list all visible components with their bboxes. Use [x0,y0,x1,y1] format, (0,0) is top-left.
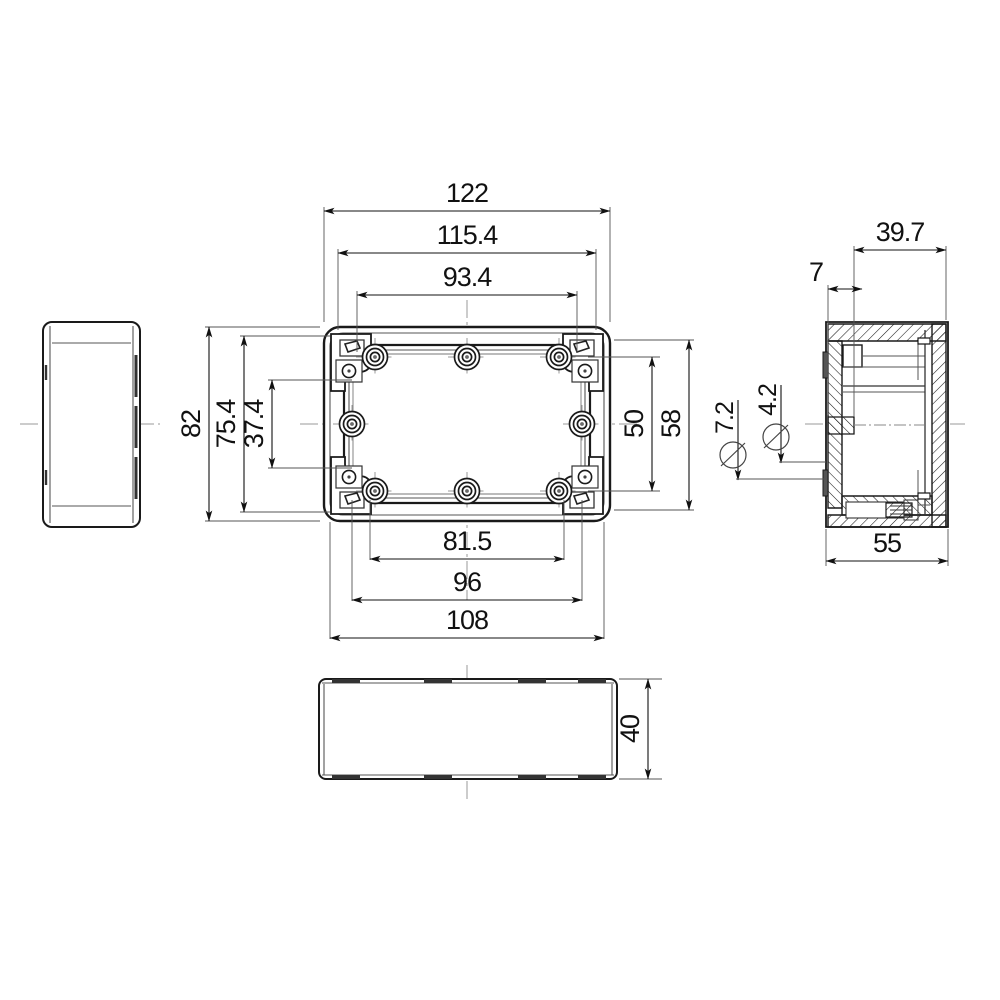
dimension-label-96: 96 [453,567,481,597]
section-left-tab-bottom [822,469,829,497]
section-cable-entry-detail [845,499,919,521]
left-side-elevation-view [20,321,160,528]
dimension-label-122: 122 [446,178,488,208]
front-view-tab-top-1 [332,679,360,683]
dimension-label-81-5: 81.5 [443,526,492,556]
dimension-label-75-4: 75.4 [211,399,241,449]
dimension-group-bottom-horizontal: 81.5 96 108 [329,500,605,642]
front-view-tab-top-3 [518,679,546,683]
diameter-symbol-4-2-slash [763,424,789,449]
corner-bracket-bottom-left [330,456,372,515]
dimension-group-right-vertical: 50 58 [588,339,694,511]
dimension-label-55: 55 [873,528,901,558]
dimension-label-58: 58 [656,410,686,438]
section-left-tab-top [822,351,829,379]
diameter-symbol-7-2-circle [719,441,747,469]
dimension-group-section: 39.7 7 55 [809,217,949,566]
front-view-tab-bottom-2 [424,775,452,779]
left-view-outline [42,321,141,528]
section-internal-rib [842,344,863,368]
diameter-symbol-4-2-circle [762,423,790,451]
dimension-label-37-4: 37.4 [239,399,269,449]
front-view-tab-bottom-4 [578,775,606,779]
dimension-label-7: 7 [809,257,823,287]
front-view-tab-bottom-1 [332,775,360,779]
dimension-group-front: 40 [615,678,662,780]
top-view-outer-offset [329,332,605,516]
dimension-group-left-vertical: 82 75.4 37.4 [176,326,352,522]
section-gasket-groove-top [917,337,931,345]
dimension-label-dia-4-2: 4.2 [754,384,782,416]
dimension-group-diameters: 7.2 4.2 [711,384,826,481]
dimension-label-115-4: 115.4 [437,220,499,250]
dimension-label-108: 108 [446,605,488,635]
section-center-boss [827,416,855,435]
dimension-label-82: 82 [176,410,206,438]
section-right-wall [931,323,947,528]
dimension-label-93-4: 93.4 [443,262,493,292]
dimension-group-top-horizontal: 122 115.4 93.4 [323,178,611,352]
front-view-tab-top-2 [424,679,452,683]
top-plan-view [300,300,640,600]
section-gasket-groove-bottom [917,492,931,500]
dimension-label-dia-7-2: 7.2 [711,402,739,434]
dimension-label-40: 40 [615,715,645,743]
dimension-label-39-7: 39.7 [876,217,925,247]
corner-bracket-bottom-right [562,456,604,515]
front-elevation-view [318,665,618,800]
front-view-outline [318,678,618,780]
dimension-label-50: 50 [619,410,649,438]
right-side-section-view [805,321,965,528]
diameter-symbol-7-2-slash [720,442,746,467]
front-view-tab-bottom-3 [518,775,546,779]
front-view-tab-top-4 [578,679,606,683]
corner-bracket-top-right [562,333,604,392]
